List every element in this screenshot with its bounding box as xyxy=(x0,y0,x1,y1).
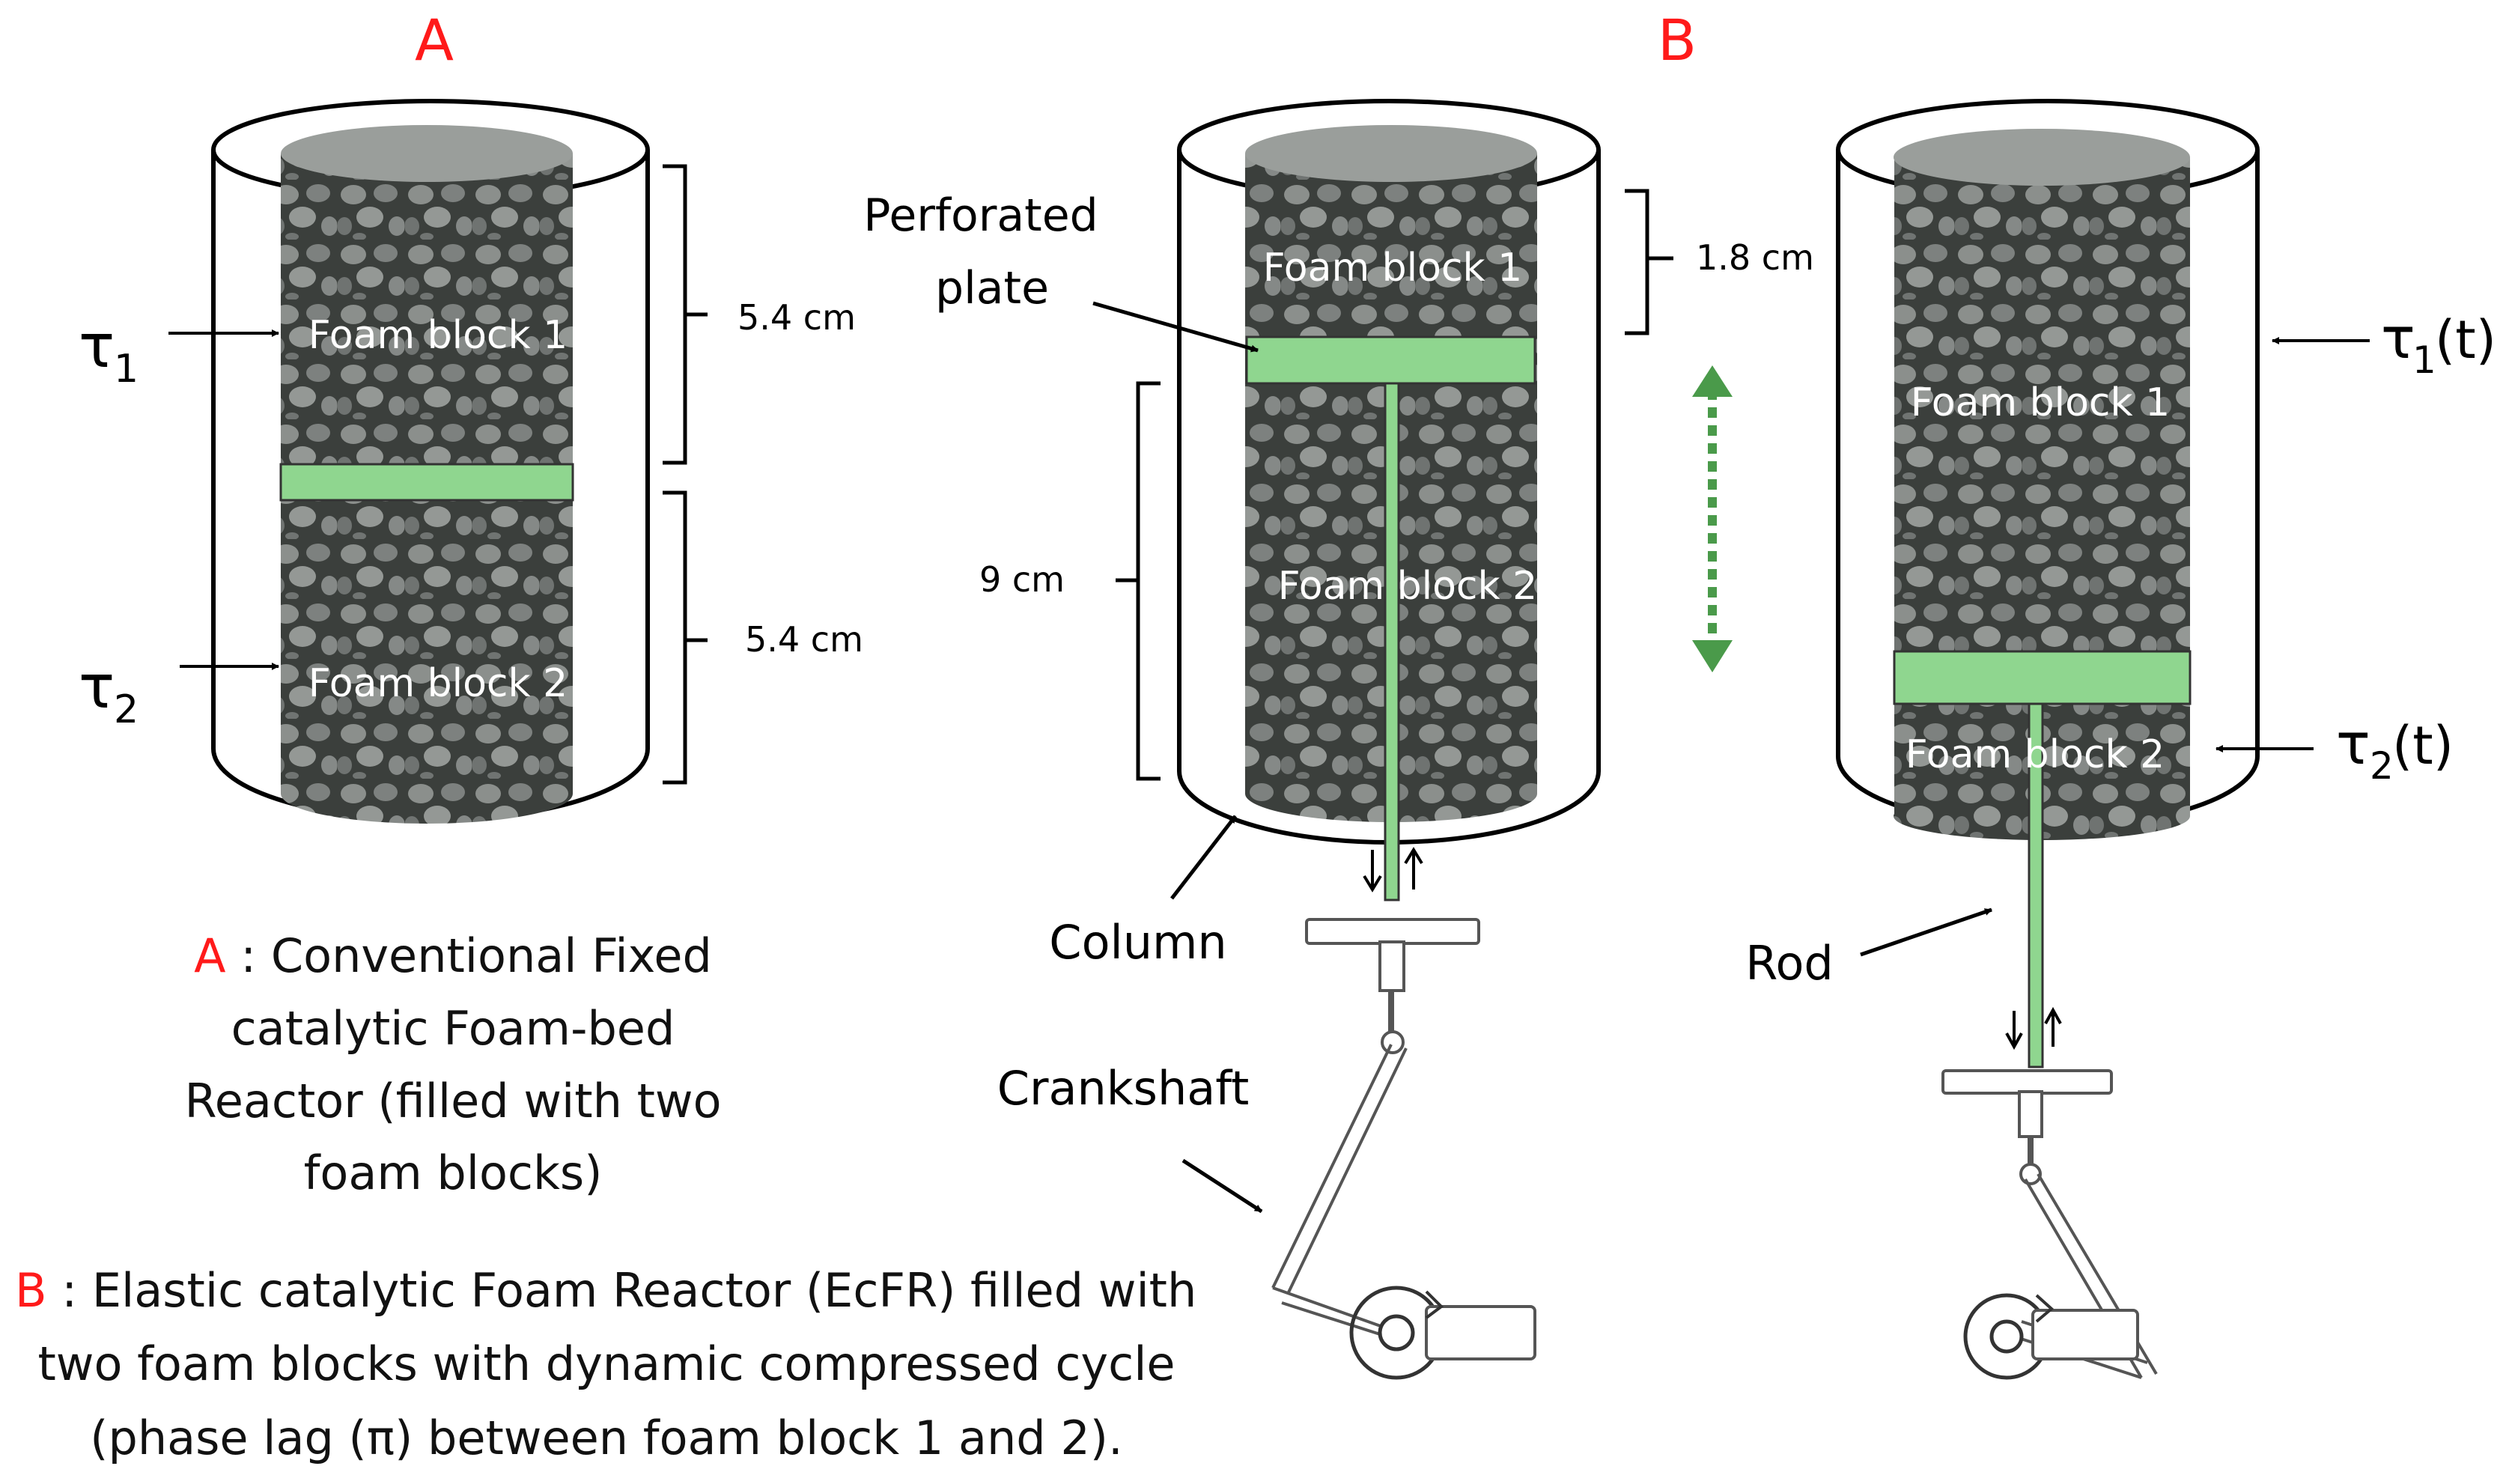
panel-b-tau-1: τ 1 (t) xyxy=(2272,305,2496,382)
panel-b-right-foam-block-2: Foam block 2 xyxy=(1906,732,2165,777)
foam-b-right-top xyxy=(1894,129,2190,186)
panel-a-height-1: 5.4 cm xyxy=(737,297,856,338)
caption-a-line1-text: : Conventional Fixed xyxy=(226,928,712,983)
crosshead-b-left xyxy=(1305,918,1480,945)
panel-b-label: B xyxy=(1658,7,1697,73)
up-arrow-b-right xyxy=(2044,1006,2062,1047)
panel-b-foam-block-2: Foam block 2 xyxy=(1278,564,1538,609)
up-arrow-b-left xyxy=(1404,847,1423,890)
oscillation-arrow xyxy=(1692,365,1733,672)
caption-b-letter: B xyxy=(15,1263,47,1318)
tau-1t-subscript: 1 xyxy=(2412,338,2436,382)
brace-b-bottom xyxy=(1116,381,1161,781)
crankshaft-label: Crankshaft xyxy=(997,1061,1250,1116)
rod-arrow xyxy=(1860,907,1992,957)
tau-1t-symbol: τ xyxy=(2381,305,2415,371)
panel-b-foam-block-1: Foam block 1 xyxy=(1263,246,1523,291)
perforated-plate-label-line1: Perforated xyxy=(863,189,1098,242)
pin-b-left xyxy=(1381,1030,1405,1054)
panel-a-height-2: 5.4 cm xyxy=(745,619,863,660)
crosshead-b-right xyxy=(1941,1069,2113,1095)
tau-1t-suffix: (t) xyxy=(2435,309,2496,371)
column-label: Column xyxy=(1049,915,1226,970)
tau-2t-suffix: (t) xyxy=(2392,715,2454,776)
panel-b-height-top: 1.8 cm xyxy=(1696,237,1814,278)
rod-label: Rod xyxy=(1745,936,1834,991)
rotation-mark-b-right xyxy=(2035,1294,2055,1323)
caption-a-line3: Reactor (filled with two xyxy=(184,1074,721,1128)
tau-2t-symbol: τ xyxy=(2336,711,2370,777)
plate-b-left xyxy=(1245,335,1536,385)
panel-a-label: A xyxy=(415,7,454,73)
caption-a-line4: foam blocks) xyxy=(304,1146,603,1200)
crank-hub-b-right xyxy=(1989,1319,2024,1354)
panel-a-foam-block-1: Foam block 1 xyxy=(308,313,568,358)
tau-2-symbol: τ xyxy=(79,652,115,722)
brace-a-top xyxy=(663,164,708,465)
caption-b-line3: (phase lag (π) between foam block 1 and … xyxy=(90,1411,1122,1465)
caption-b-line1-text: : Elastic catalytic Foam Reactor (EcFR) … xyxy=(47,1263,1197,1318)
panel-b-height-bottom: 9 cm xyxy=(979,559,1065,600)
motor-b-right xyxy=(2031,1309,2139,1360)
plate-b-right xyxy=(1893,650,2192,705)
crankshaft-arrow xyxy=(1181,1158,1263,1214)
caption-b-line2: two foam blocks with dynamic compressed … xyxy=(37,1336,1175,1391)
down-arrow-b-left xyxy=(1363,850,1382,892)
motor-b-left xyxy=(1425,1305,1536,1360)
plate-a xyxy=(279,463,574,502)
foam-b-left-top xyxy=(1245,125,1537,182)
guide-b-right xyxy=(2018,1090,2043,1138)
guide-b-left xyxy=(1378,940,1405,992)
tau-1-subscript: 1 xyxy=(114,347,139,392)
panel-b-tau-2: τ 2 (t) xyxy=(2215,711,2454,788)
rotation-mark-b-left xyxy=(1425,1290,1444,1319)
panel-a-tau-2: τ 2 xyxy=(79,652,279,732)
reactor-b-right xyxy=(1836,99,2260,1380)
foam-a-top xyxy=(281,125,573,182)
down-arrow-b-right xyxy=(2005,1011,2023,1050)
caption-a-letter: A xyxy=(194,928,225,983)
brace-b-top xyxy=(1625,189,1673,335)
perforated-plate-label-line2: plate xyxy=(935,262,1049,314)
reactor-b-left xyxy=(1177,99,1601,1380)
caption-b-line1: B : Elastic catalytic Foam Reactor (EcFR… xyxy=(15,1263,1196,1318)
caption-a-line1: A : Conventional Fixed xyxy=(194,928,712,983)
perforated-plate-arrow xyxy=(1092,301,1259,353)
tau-2t-subscript: 2 xyxy=(2370,744,2394,788)
caption-b: B : Elastic catalytic Foam Reactor (EcFR… xyxy=(15,1263,1196,1465)
tau-2-subscript: 2 xyxy=(114,687,139,732)
connecting-rod-b-left xyxy=(1271,1044,1408,1295)
rod-b-right xyxy=(2028,702,2044,1068)
rod-b-left xyxy=(1384,382,1400,901)
reactor-a xyxy=(211,99,650,824)
panel-b-right-foam-block-1: Foam block 1 xyxy=(1911,380,2171,425)
pin-b-right xyxy=(2019,1163,2042,1185)
brace-a-bottom xyxy=(663,490,708,785)
caption-a: A : Conventional Fixed catalytic Foam-be… xyxy=(184,928,721,1200)
crank-hub-b-left xyxy=(1378,1314,1415,1351)
panel-a-foam-block-2: Foam block 2 xyxy=(308,661,568,706)
column-arrow xyxy=(1170,815,1237,900)
foam-a-bottom xyxy=(281,764,573,824)
caption-a-line2: catalytic Foam-bed xyxy=(231,1001,675,1056)
tau-1-symbol: τ xyxy=(79,311,115,381)
panel-a-tau-1: τ 1 xyxy=(79,311,279,392)
